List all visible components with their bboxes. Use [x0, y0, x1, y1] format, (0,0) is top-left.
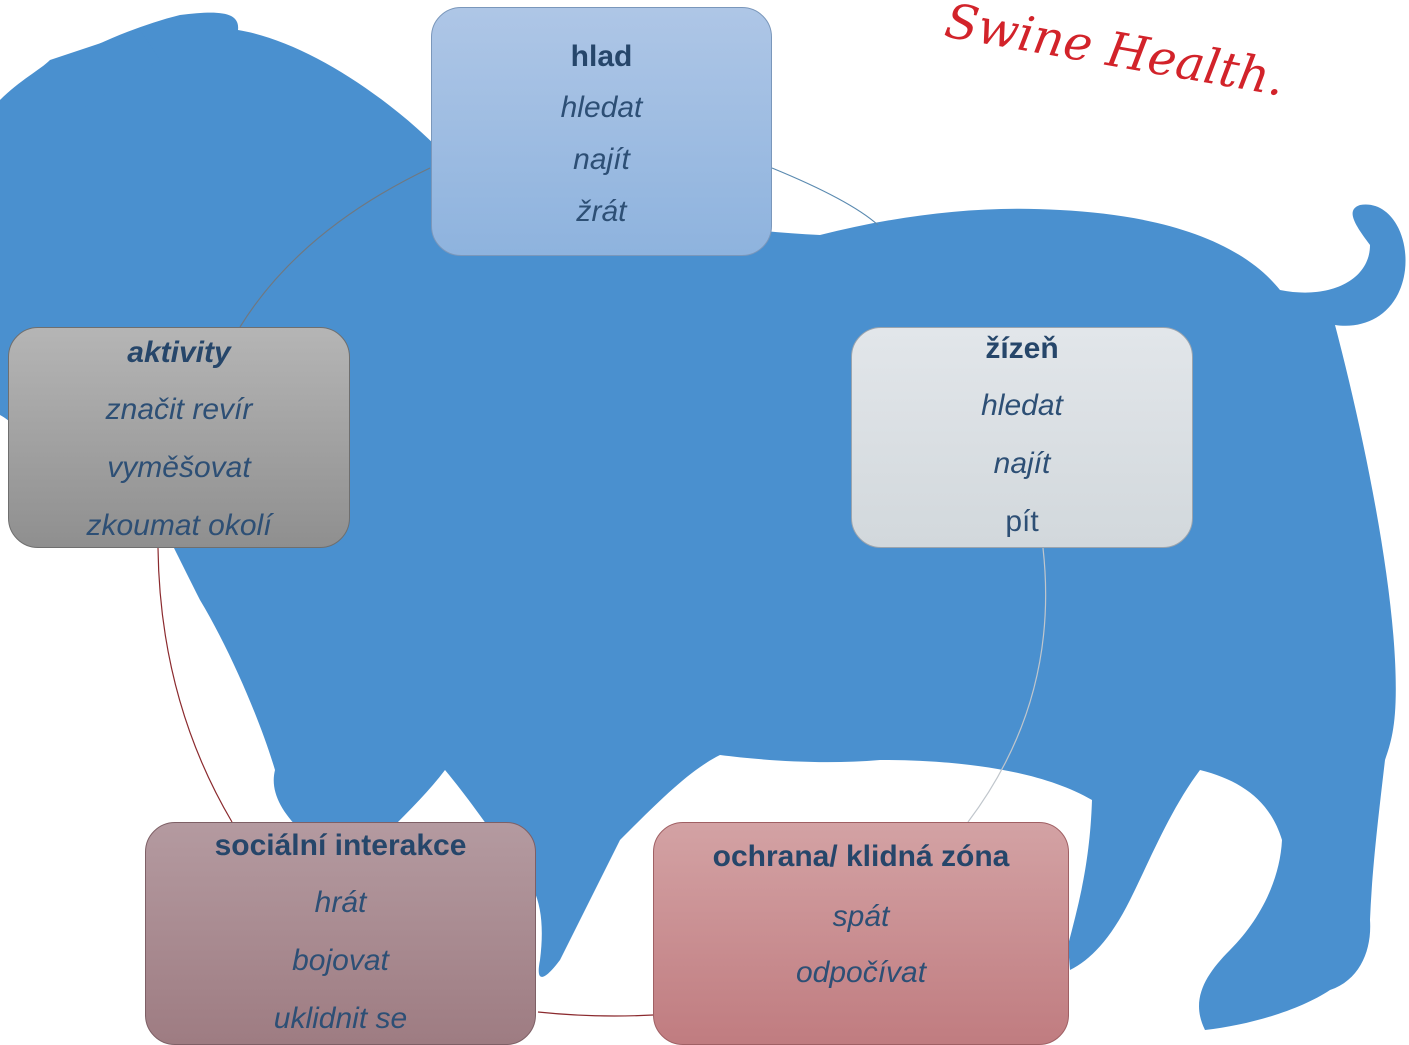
- node-hunger-item: hledat: [560, 91, 643, 124]
- node-thirst-item: pít: [1005, 505, 1039, 538]
- node-social-item: uklidnit se: [273, 1002, 408, 1035]
- node-social-item: hrát: [314, 886, 367, 919]
- node-hunger-item: žrát: [576, 195, 627, 228]
- node-protection-item: spát: [832, 900, 890, 933]
- node-thirst-item: najít: [993, 447, 1051, 480]
- node-hunger-title: hlad: [570, 40, 633, 73]
- connector-hunger-activities: [239, 167, 431, 328]
- node-protection-item: odpočívat: [795, 956, 927, 989]
- node-activities-item: značit revír: [105, 393, 253, 426]
- node-social-title: sociální interakce: [214, 829, 467, 862]
- pig-body-shape: [0, 12, 1406, 1030]
- node-hunger: hlad hledat najít žrát: [431, 7, 772, 256]
- node-thirst-item: hledat: [981, 389, 1063, 422]
- node-thirst: žízeň hledat najít pít: [851, 327, 1193, 548]
- connector-protection-social: [537, 1011, 654, 1017]
- swine-health-logo-text: Swine Health.: [941, 0, 1289, 108]
- node-social-item: bojovat: [292, 944, 389, 977]
- node-activities-title: aktivity: [127, 336, 231, 369]
- connector-social-activities: [157, 547, 233, 823]
- swine-health-logo: Swine Health.: [941, 0, 1289, 108]
- node-activities: aktivity značit revír vyměšovat zkoumat …: [8, 327, 350, 548]
- node-protection-title: ochrana/ klidná zóna: [712, 840, 1010, 873]
- connector-hunger-thirst: [771, 167, 879, 226]
- connector-thirst-protection: [967, 547, 1047, 823]
- pig-snout-highlight: [0, 30, 160, 160]
- node-thirst-title: žízeň: [985, 332, 1059, 365]
- node-protection: ochrana/ klidná zóna spát odpočívat: [653, 822, 1069, 1045]
- node-activities-item: zkoumat okolí: [86, 509, 272, 542]
- node-activities-item: vyměšovat: [107, 451, 251, 484]
- node-hunger-item: najít: [573, 143, 630, 176]
- node-social: sociální interakce hrát bojovat uklidnit…: [145, 822, 536, 1045]
